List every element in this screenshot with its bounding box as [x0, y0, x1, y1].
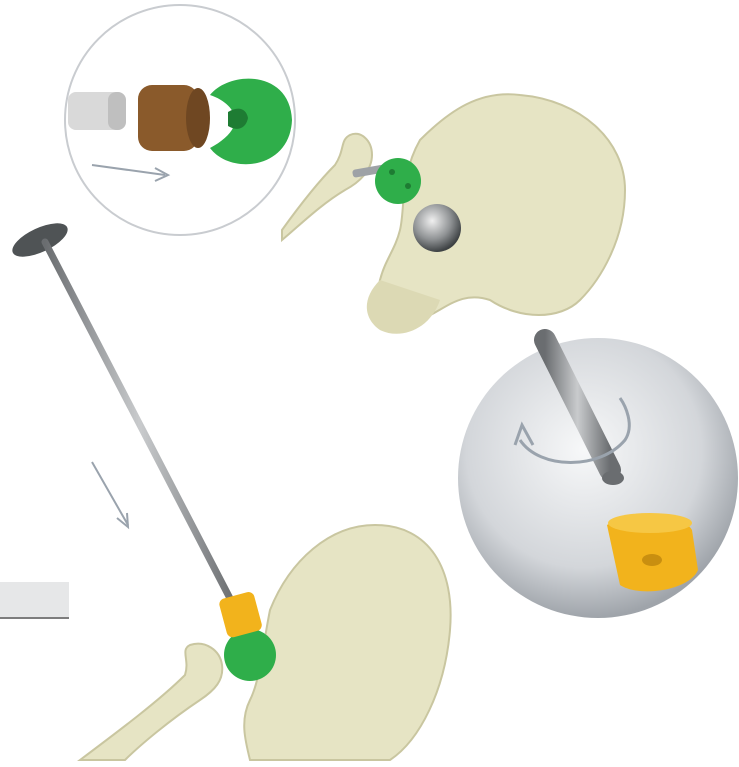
pelvis-bottom [244, 525, 450, 760]
femur-top [282, 134, 385, 240]
sleeve-yellow-icon [607, 513, 698, 591]
pelvis-top [367, 94, 625, 334]
impactor-handle [8, 216, 235, 608]
adapter-brown-icon [138, 85, 210, 151]
taper-silver-icon [68, 92, 126, 130]
direction-arrow-2-icon [92, 462, 128, 527]
detail-circle-assembly [65, 5, 295, 235]
femur-bottom [80, 644, 222, 760]
cup-metal-icon [413, 204, 461, 252]
trial-head-top-icon [375, 158, 421, 204]
detail-circle-rotation [458, 338, 738, 618]
